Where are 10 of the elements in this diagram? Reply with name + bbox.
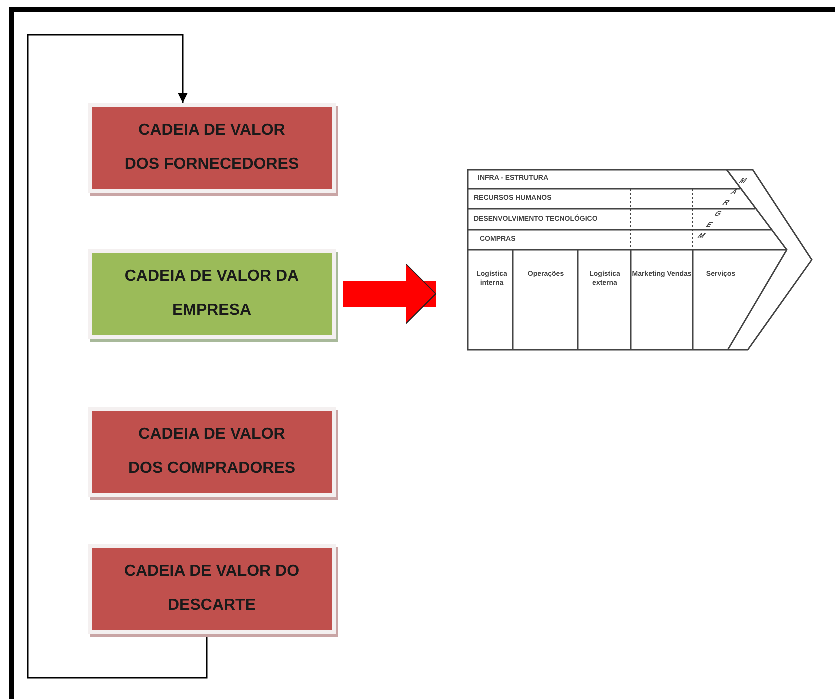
arrow: [27, 34, 208, 679]
box-label: CADEIA DE VALOR DOS COMPRADORES: [127, 425, 297, 479]
box-label: CADEIA DE VALOR DOS FORNECEDORES: [124, 121, 300, 175]
block-arrow: [343, 264, 436, 324]
box-label: CADEIA DE VALOR DO DESCARTE: [123, 562, 301, 616]
process-box: [88, 103, 336, 193]
process-box: [88, 407, 336, 497]
process-box: [88, 544, 336, 634]
process-box: [88, 249, 336, 339]
box-label: CADEIA DE VALOR DA EMPRESA: [124, 267, 300, 321]
